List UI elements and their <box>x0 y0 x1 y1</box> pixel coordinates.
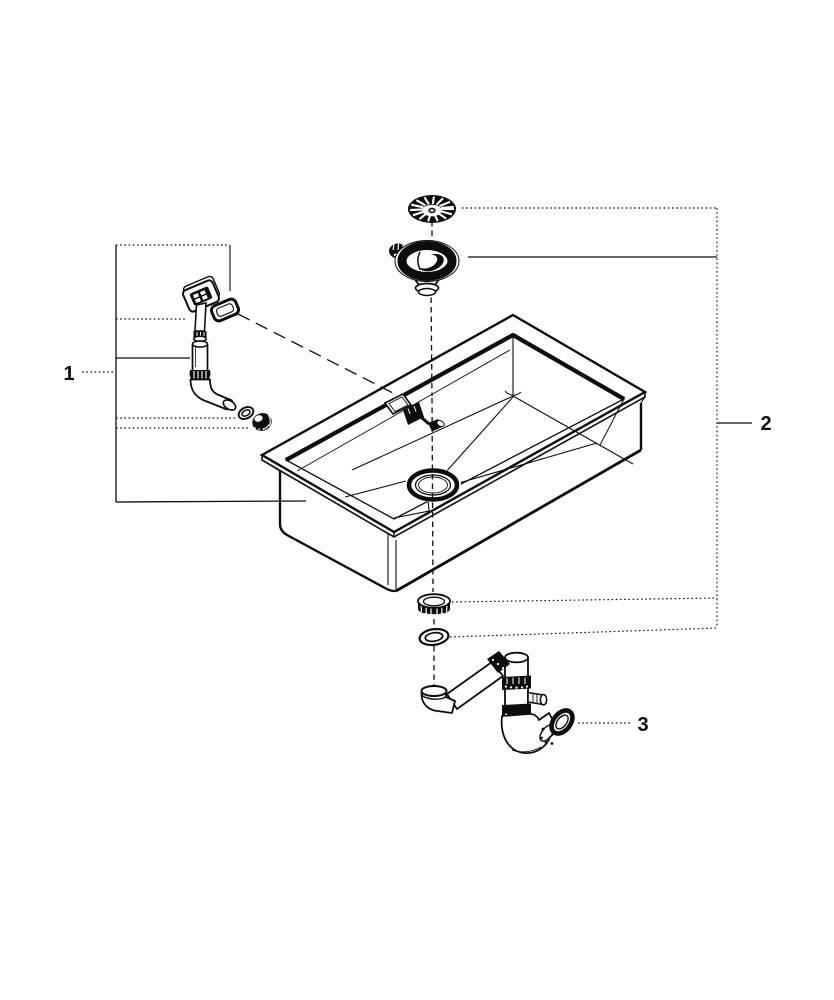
callout-3-label: 3 <box>637 714 648 736</box>
sealing-ring <box>418 627 450 647</box>
locking-nut <box>417 593 451 617</box>
basket-strainer <box>389 240 460 297</box>
overflow-wall-fitting <box>403 402 445 432</box>
callout-1-label: 1 <box>63 363 74 385</box>
overflow-kit <box>182 275 272 431</box>
strainer-cap <box>408 195 456 223</box>
overflow-cover-plate <box>182 275 221 313</box>
siphon-trap <box>420 651 575 755</box>
overflow-washer <box>237 406 255 420</box>
overflow-slot <box>383 392 413 416</box>
overflow-tube <box>189 340 211 380</box>
sink-basin <box>259 313 648 593</box>
callout-2-label: 2 <box>760 413 771 435</box>
overflow-elbow <box>189 378 237 411</box>
callout-2-bracket <box>449 207 752 638</box>
drain-hole <box>344 396 598 519</box>
overflow-gasket <box>209 297 241 323</box>
overflow-pipe <box>193 302 207 343</box>
callout-1-bracket <box>82 244 396 503</box>
overflow-nut <box>252 413 272 431</box>
